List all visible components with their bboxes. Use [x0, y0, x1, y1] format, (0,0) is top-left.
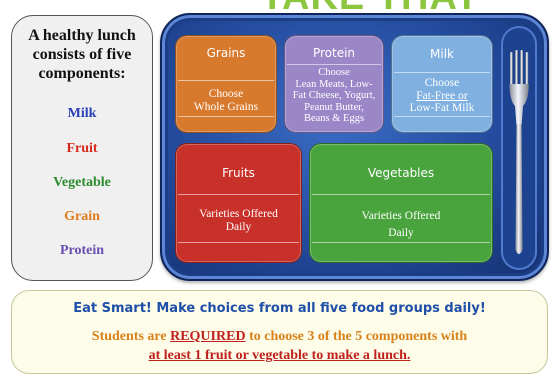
fruits-text: Varieties Offered Daily [176, 208, 301, 233]
component-fruit: Fruit [66, 141, 98, 156]
requirement-line-2: at least 1 fruit or vegetable to make a … [12, 348, 547, 364]
grains-text: Choose Whole Grains [176, 88, 276, 113]
divider [394, 72, 490, 73]
milk-title: Milk [430, 47, 454, 61]
protein-title: Protein [312, 46, 356, 60]
divider [287, 64, 381, 65]
grains-line: Choose [208, 88, 244, 100]
requirement-line-1: Students are REQUIRED to choose 3 of the… [12, 329, 547, 345]
protein-line: Fat Cheese, Yogurt, [292, 90, 376, 101]
protein-line: Peanut Butter, [304, 101, 364, 113]
fork-icon [509, 50, 529, 254]
grains-compartment: Grains Choose Whole Grains [175, 35, 277, 133]
panel-heading-line: A healthy lunch [28, 27, 136, 44]
panel-heading-line: consists of five [32, 46, 132, 63]
requirement-period: . [406, 348, 411, 363]
divider [178, 242, 299, 243]
component-grain: Grain [64, 209, 100, 224]
divider [394, 116, 490, 117]
panel-heading: A healthy lunch consists of five compone… [12, 26, 152, 83]
component-milk: Milk [67, 106, 97, 121]
milk-line: Fat-Free or [416, 89, 468, 102]
component-vegetable: Vegetable [53, 175, 111, 190]
fruits-compartment: Fruits Varieties Offered Daily [175, 143, 302, 263]
message-box: Eat Smart! Make choices from all five fo… [11, 290, 548, 374]
protein-line: Beans & Eggs [303, 113, 365, 124]
requirement-text: at least 1 fruit or vegetable to make a … [148, 348, 407, 363]
vegetables-line: Varieties Offered [361, 210, 441, 222]
grains-line: Whole Grains [193, 100, 259, 113]
divider [178, 80, 274, 81]
required-word: REQUIRED [170, 329, 246, 344]
fruits-title: Fruits [222, 166, 255, 180]
protein-text: Choose Lean Meats, Low- Fat Cheese, Yogu… [285, 67, 383, 125]
divider [312, 194, 490, 195]
milk-compartment: Milk Choose Fat-Free or Low-Fat Milk [391, 35, 493, 133]
requirement-text: Students are [91, 329, 171, 344]
divider [178, 194, 299, 195]
components-panel: A healthy lunch consists of five compone… [11, 15, 153, 281]
protein-line: Choose [318, 67, 350, 78]
protein-line: Lean Meats, Low- [295, 78, 373, 90]
fruits-line: Varieties Offered [199, 208, 278, 220]
component-protein: Protein [59, 243, 105, 258]
vegetables-title: Vegetables [367, 166, 435, 180]
eat-smart-headline: Eat Smart! Make choices from all five fo… [73, 301, 486, 316]
milk-line: Choose [424, 77, 460, 89]
requirement-text: to choose 3 of the 5 components with [245, 329, 468, 344]
divider [178, 116, 274, 117]
lunch-tray: Grains Choose Whole Grains Protein Choos… [160, 13, 549, 281]
fork-slot [501, 26, 537, 270]
panel-heading-line: components: [38, 65, 126, 82]
divider [312, 242, 490, 243]
milk-line: Low-Fat Milk [409, 102, 475, 114]
vegetables-compartment: Vegetables Varieties Offered Daily [309, 143, 493, 263]
protein-compartment: Protein Choose Lean Meats, Low- Fat Chee… [284, 35, 384, 133]
grains-title: Grains [206, 46, 246, 60]
vegetables-text: Varieties Offered Daily [310, 210, 492, 239]
milk-text: Choose Fat-Free or Low-Fat Milk [392, 77, 492, 115]
fruits-line: Daily [225, 220, 252, 233]
vegetables-line: Daily [388, 226, 414, 239]
